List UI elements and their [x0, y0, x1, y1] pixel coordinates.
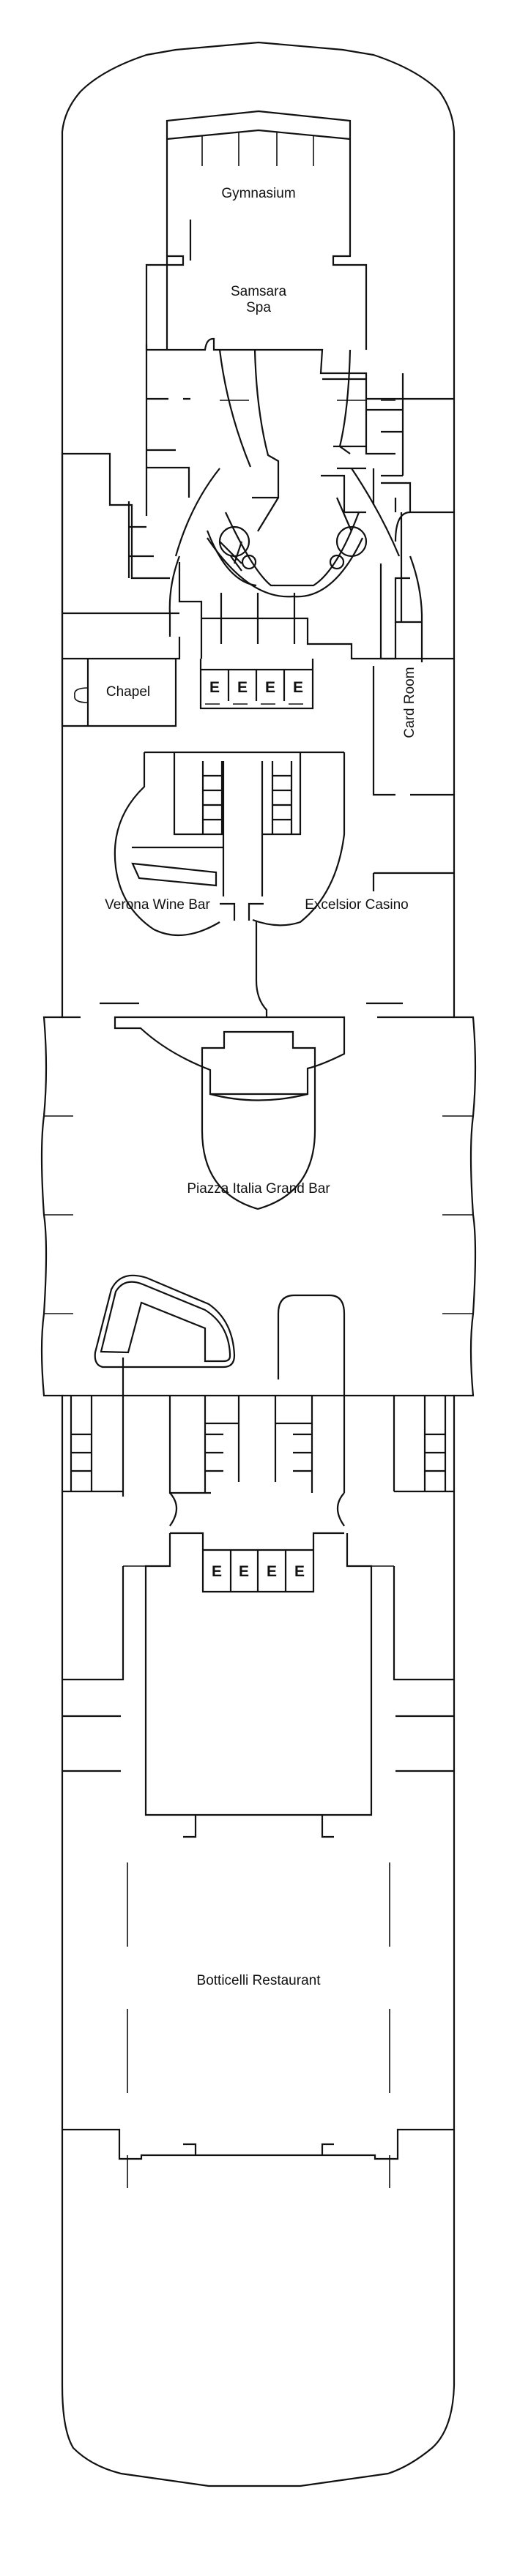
- elevator-icon: E: [266, 1563, 278, 1580]
- wine-bar-counter: [131, 862, 218, 887]
- aft-bar-nook: [277, 1294, 346, 1396]
- pool-bar: [100, 1281, 231, 1363]
- elevator-icon: E: [294, 1563, 305, 1580]
- spa-walls: [146, 337, 454, 400]
- stair-railing: [207, 537, 363, 598]
- grand-bar-platform: [201, 1030, 316, 1210]
- elevator-icon: E: [209, 679, 220, 696]
- elevator-icon: E: [237, 679, 248, 696]
- elevator-icon: E: [238, 1563, 250, 1580]
- venue-label-excelsior-casino[interactable]: Excelsior Casino: [305, 897, 409, 913]
- restaurant-screens: [127, 1862, 390, 2188]
- card-room-walls: [372, 666, 454, 891]
- verona-circle: [114, 752, 346, 937]
- venue-label-botticelli-restaurant[interactable]: Botticelli Restaurant: [196, 1973, 321, 1989]
- venue-label-gymnasium[interactable]: Gymnasium: [221, 186, 296, 202]
- venue-label-verona-wine-bar[interactable]: Verona Wine Bar: [105, 897, 210, 913]
- casino-divider: [255, 921, 268, 1017]
- venue-label-piazza-italia-grand-bar[interactable]: Piazza Italia Grand Bar: [187, 1181, 330, 1197]
- venue-label-samsara-spa[interactable]: Samsara Spa: [231, 284, 286, 316]
- grand-bar-counter: [114, 1016, 346, 1096]
- elevator-icon: E: [211, 1563, 223, 1580]
- forward-elevator-bank: [199, 659, 314, 710]
- venue-label-chapel[interactable]: Chapel: [105, 684, 151, 700]
- stair-rotunda: [225, 512, 360, 587]
- elevator-icon: E: [264, 679, 276, 696]
- hull-outline: [40, 41, 477, 2487]
- samsara-spa-line-1: Samsara: [230, 284, 287, 300]
- elevator-icon: E: [292, 679, 304, 696]
- gymnasium-walls: [166, 110, 368, 350]
- samsara-spa-line-2: Spa: [246, 300, 271, 315]
- chapel-walls: [61, 659, 177, 727]
- aft-elevator-bank: [170, 1532, 344, 1593]
- venue-label-card-room[interactable]: Card Room: [402, 667, 418, 738]
